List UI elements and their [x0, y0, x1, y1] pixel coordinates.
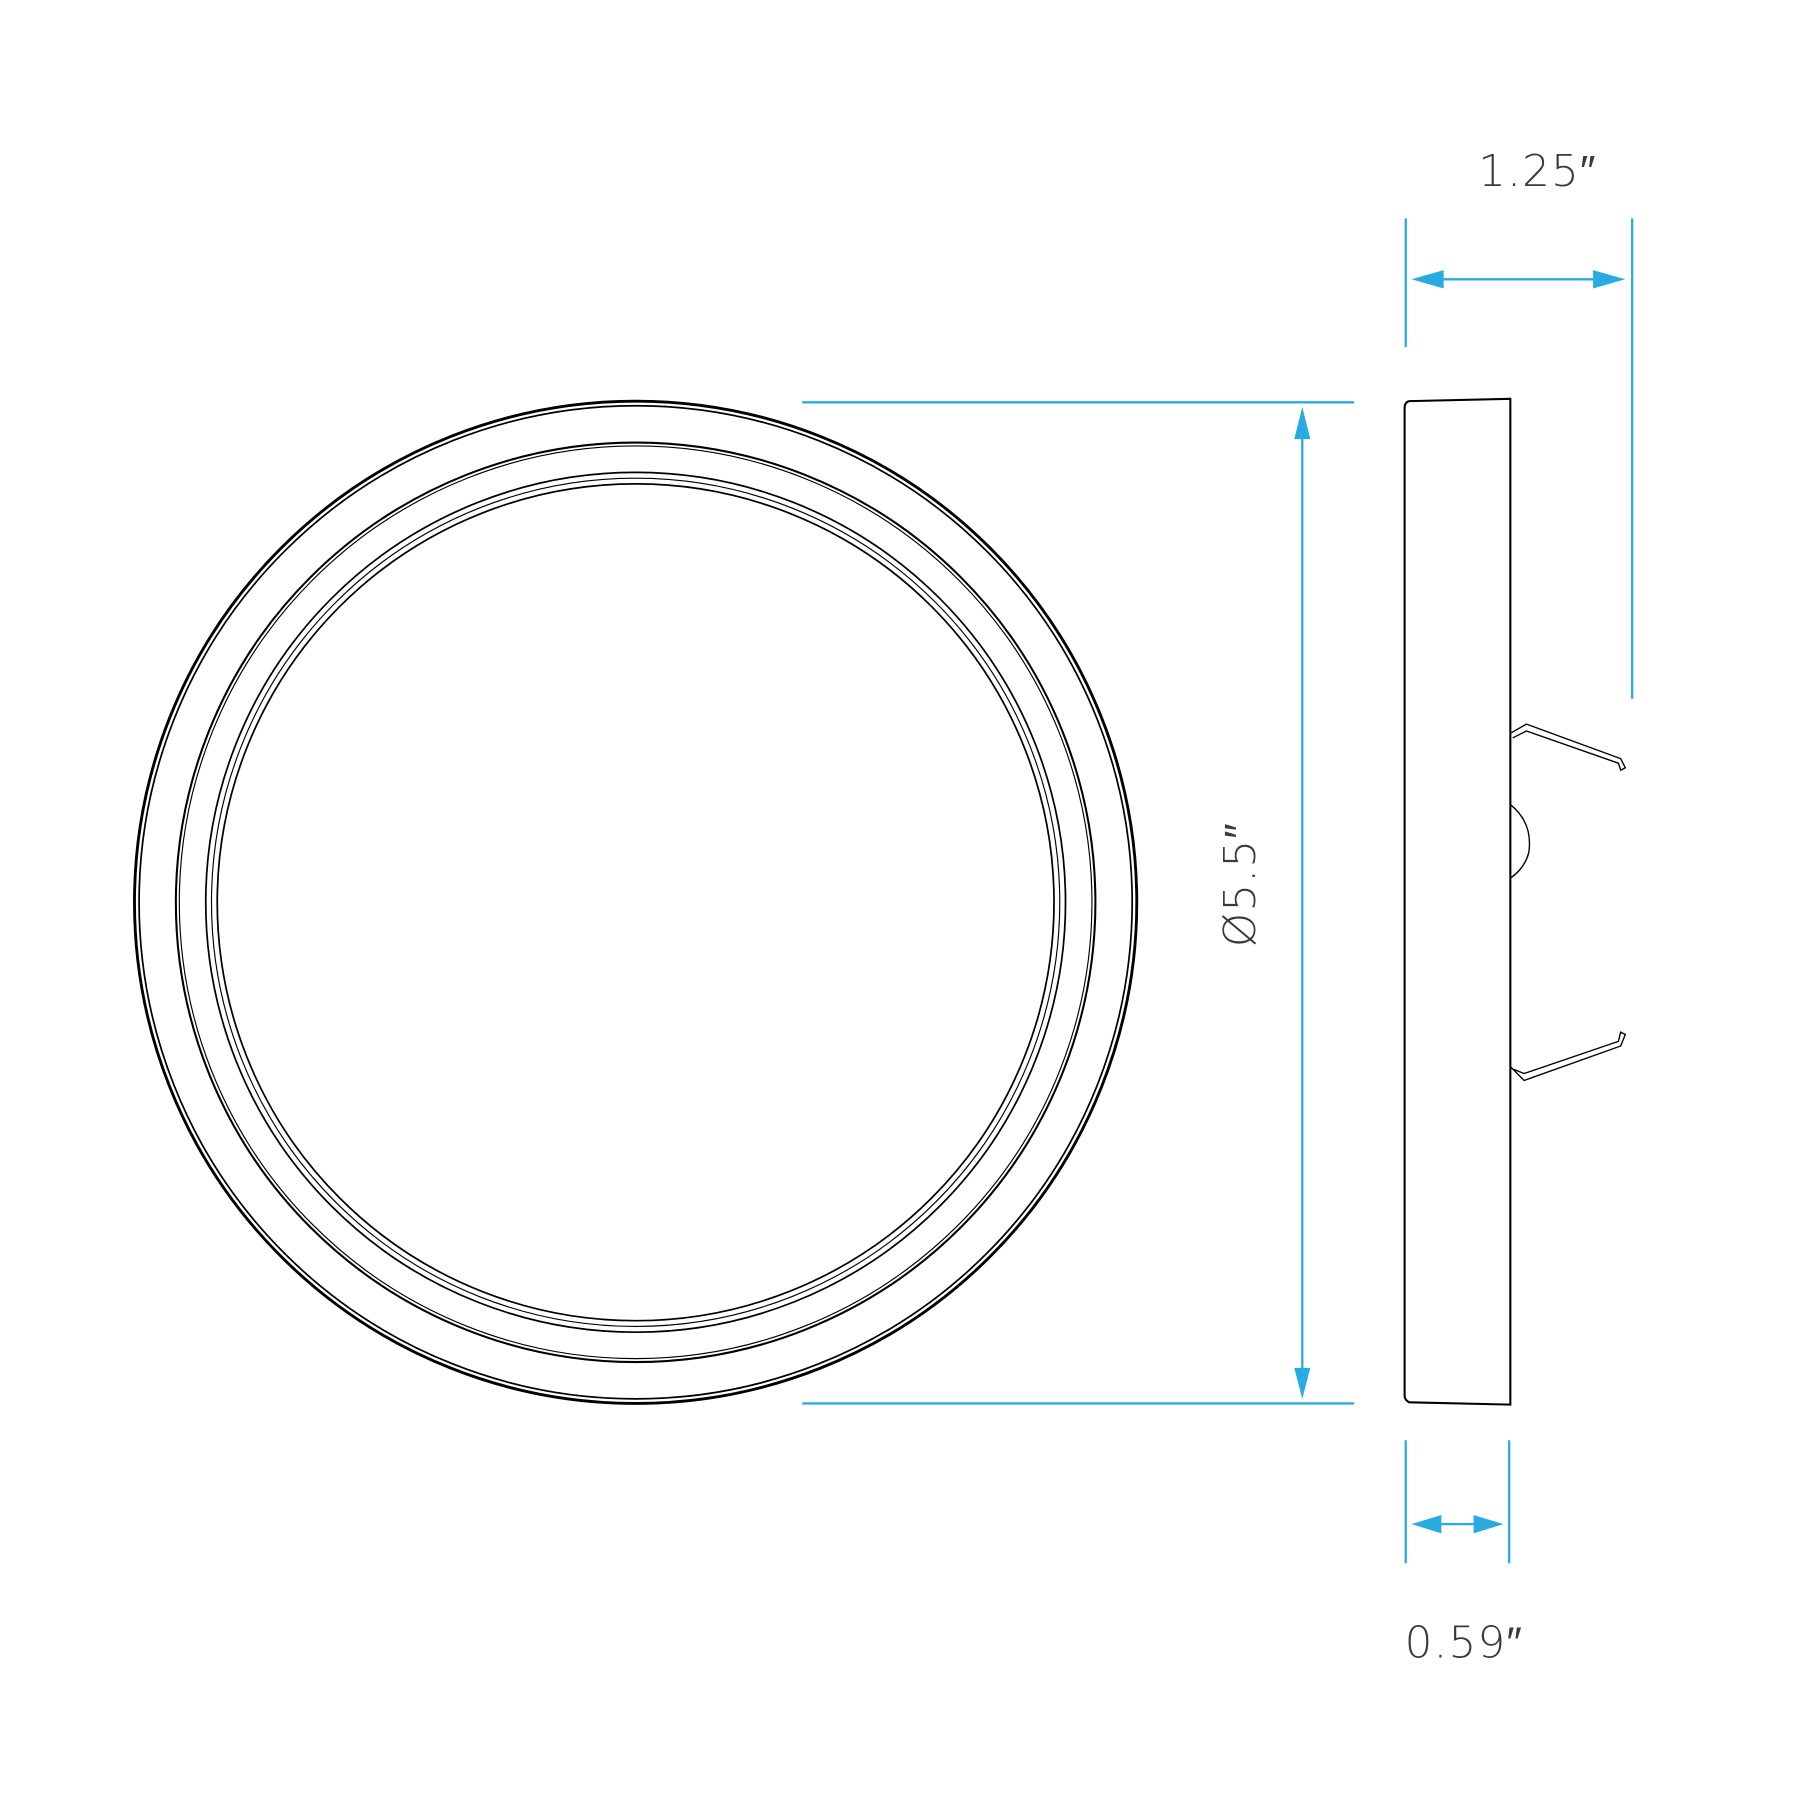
dimension-lines [802, 218, 1634, 1564]
side-body [1403, 397, 1512, 1406]
body-depth-label: 0.59″ [1405, 1617, 1523, 1668]
outer-rim-inner-edge [138, 404, 1134, 1400]
depth-label: 1.25″ [1478, 146, 1596, 197]
arrow-left [1411, 270, 1444, 289]
lens-ring-outer [204, 471, 1067, 1334]
middle-ring-inner [178, 445, 1093, 1360]
arrow-left-body [1411, 1514, 1442, 1534]
lens-ring-inner [216, 483, 1055, 1322]
front-view [133, 399, 1139, 1405]
arrow-up [1294, 406, 1311, 440]
spring-clip-top [1510, 723, 1627, 772]
middle-ring [174, 441, 1097, 1364]
diameter-label: Ø5.5″ [1215, 822, 1266, 947]
arrow-right-body [1473, 1514, 1504, 1534]
lens-ring-mid [210, 477, 1061, 1328]
arrow-down [1294, 1367, 1311, 1399]
side-view [1403, 397, 1627, 1406]
arrow-right [1593, 270, 1626, 289]
sensor-bump [1509, 804, 1531, 879]
spring-clip-bottom [1509, 1031, 1627, 1082]
outer-rim [133, 399, 1139, 1405]
